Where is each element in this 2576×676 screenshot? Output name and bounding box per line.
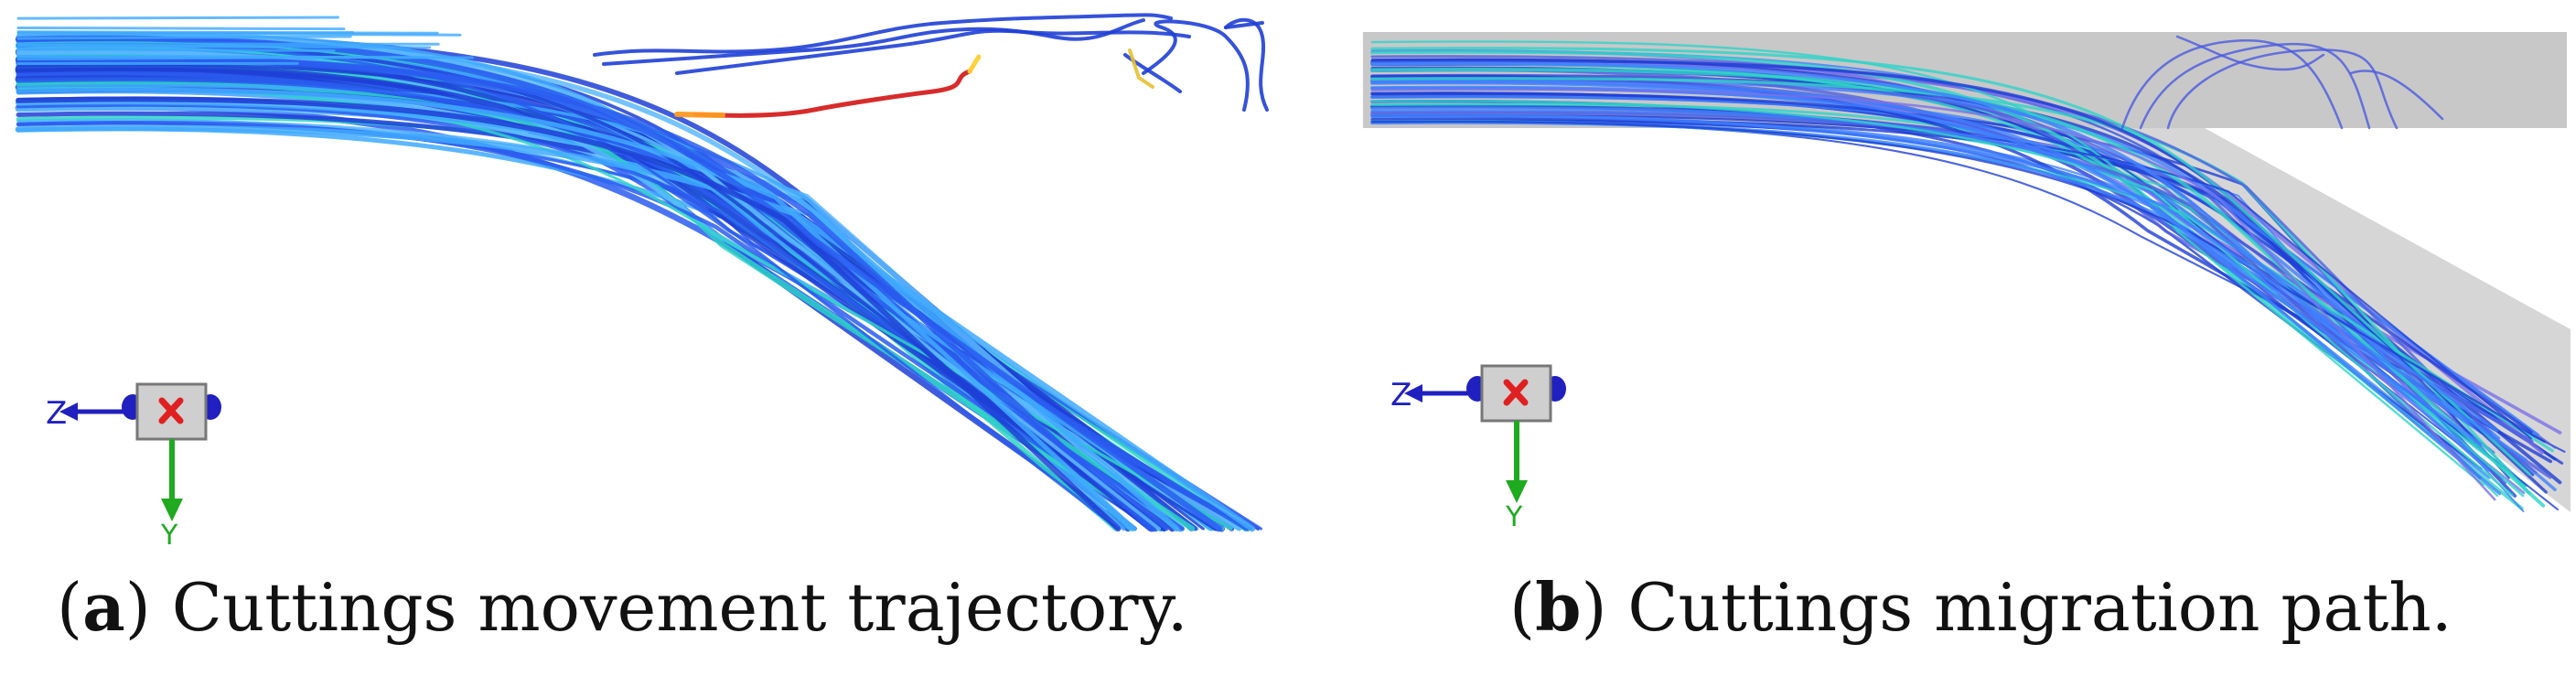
trajectory-streamline — [593, 13, 1173, 57]
trajectory-streamline — [675, 28, 1191, 75]
migration-streamline — [2175, 35, 2325, 71]
migration-streamline — [1370, 80, 2482, 446]
migration-streamline — [1370, 47, 2531, 476]
trajectory-plot — [15, 13, 1269, 532]
trajectory-streamline — [1224, 17, 1269, 112]
migration-streamline — [1370, 113, 2528, 462]
trajectory-streamline — [16, 48, 336, 52]
axis-triad-b: Z Y — [1381, 348, 1583, 533]
trajectory-streamline-yellow — [967, 54, 982, 74]
axis-triad-icon — [59, 382, 221, 521]
trajectory-streamline — [16, 16, 339, 20]
trajectory-streamline — [16, 30, 439, 35]
migration-streamline — [2139, 42, 2371, 130]
trajectory-streamline — [16, 26, 346, 31]
trajectory-streamline — [15, 35, 1223, 532]
trajectory-streamline — [1123, 53, 1182, 93]
trajectory-streamline — [16, 77, 1249, 531]
trajectory-streamline — [16, 44, 284, 48]
trajectory-streamline-yellow — [1128, 48, 1154, 89]
axis-label-y: Y — [1506, 501, 1523, 533]
caption-text: ) Cuttings movement trajectory. — [124, 569, 1188, 646]
trajectory-streamline — [602, 18, 1145, 66]
axis-label-y: Y — [161, 520, 178, 552]
trajectory-streamline-red — [692, 69, 972, 118]
migration-streamline — [2349, 70, 2444, 121]
axis-triad-a: Z Y — [37, 366, 238, 552]
panel-b-migration: Z Y (b) Cuttings migration path. — [1354, 0, 2576, 676]
migration-streamline — [1370, 59, 2548, 494]
migration-streamline — [2166, 48, 2399, 130]
caption-text: ) Cuttings migration path. — [1581, 569, 2453, 646]
migration-streamline — [1370, 120, 2546, 444]
caption-a: (a) Cuttings movement trajectory. — [57, 568, 1188, 646]
migration-streamline — [1370, 61, 2490, 472]
trajectory-streamline — [16, 35, 352, 40]
axis-triad-icon — [1404, 364, 1566, 503]
panel-a-trajectory: Z Y (a) Cuttings movement trajectory. — [0, 0, 1281, 676]
migration-streamline — [1370, 117, 2535, 477]
caption-letter: a — [82, 568, 125, 646]
axis-label-z: Z — [1390, 377, 1412, 413]
migration-plot — [1363, 32, 2571, 512]
caption-b: (b) Cuttings migration path. — [1509, 568, 2453, 646]
axis-label-z: Z — [46, 395, 68, 432]
caption-letter: b — [1535, 568, 1582, 646]
trajectory-streamline — [15, 96, 1122, 532]
migration-streamline — [1370, 88, 2496, 501]
trajectory-streamline-orange — [674, 112, 725, 118]
trajectory-streamline — [16, 55, 426, 59]
migration-streamline — [2120, 39, 2344, 130]
trajectory-streamline — [16, 102, 1185, 531]
trajectory-streamline — [16, 48, 1242, 531]
